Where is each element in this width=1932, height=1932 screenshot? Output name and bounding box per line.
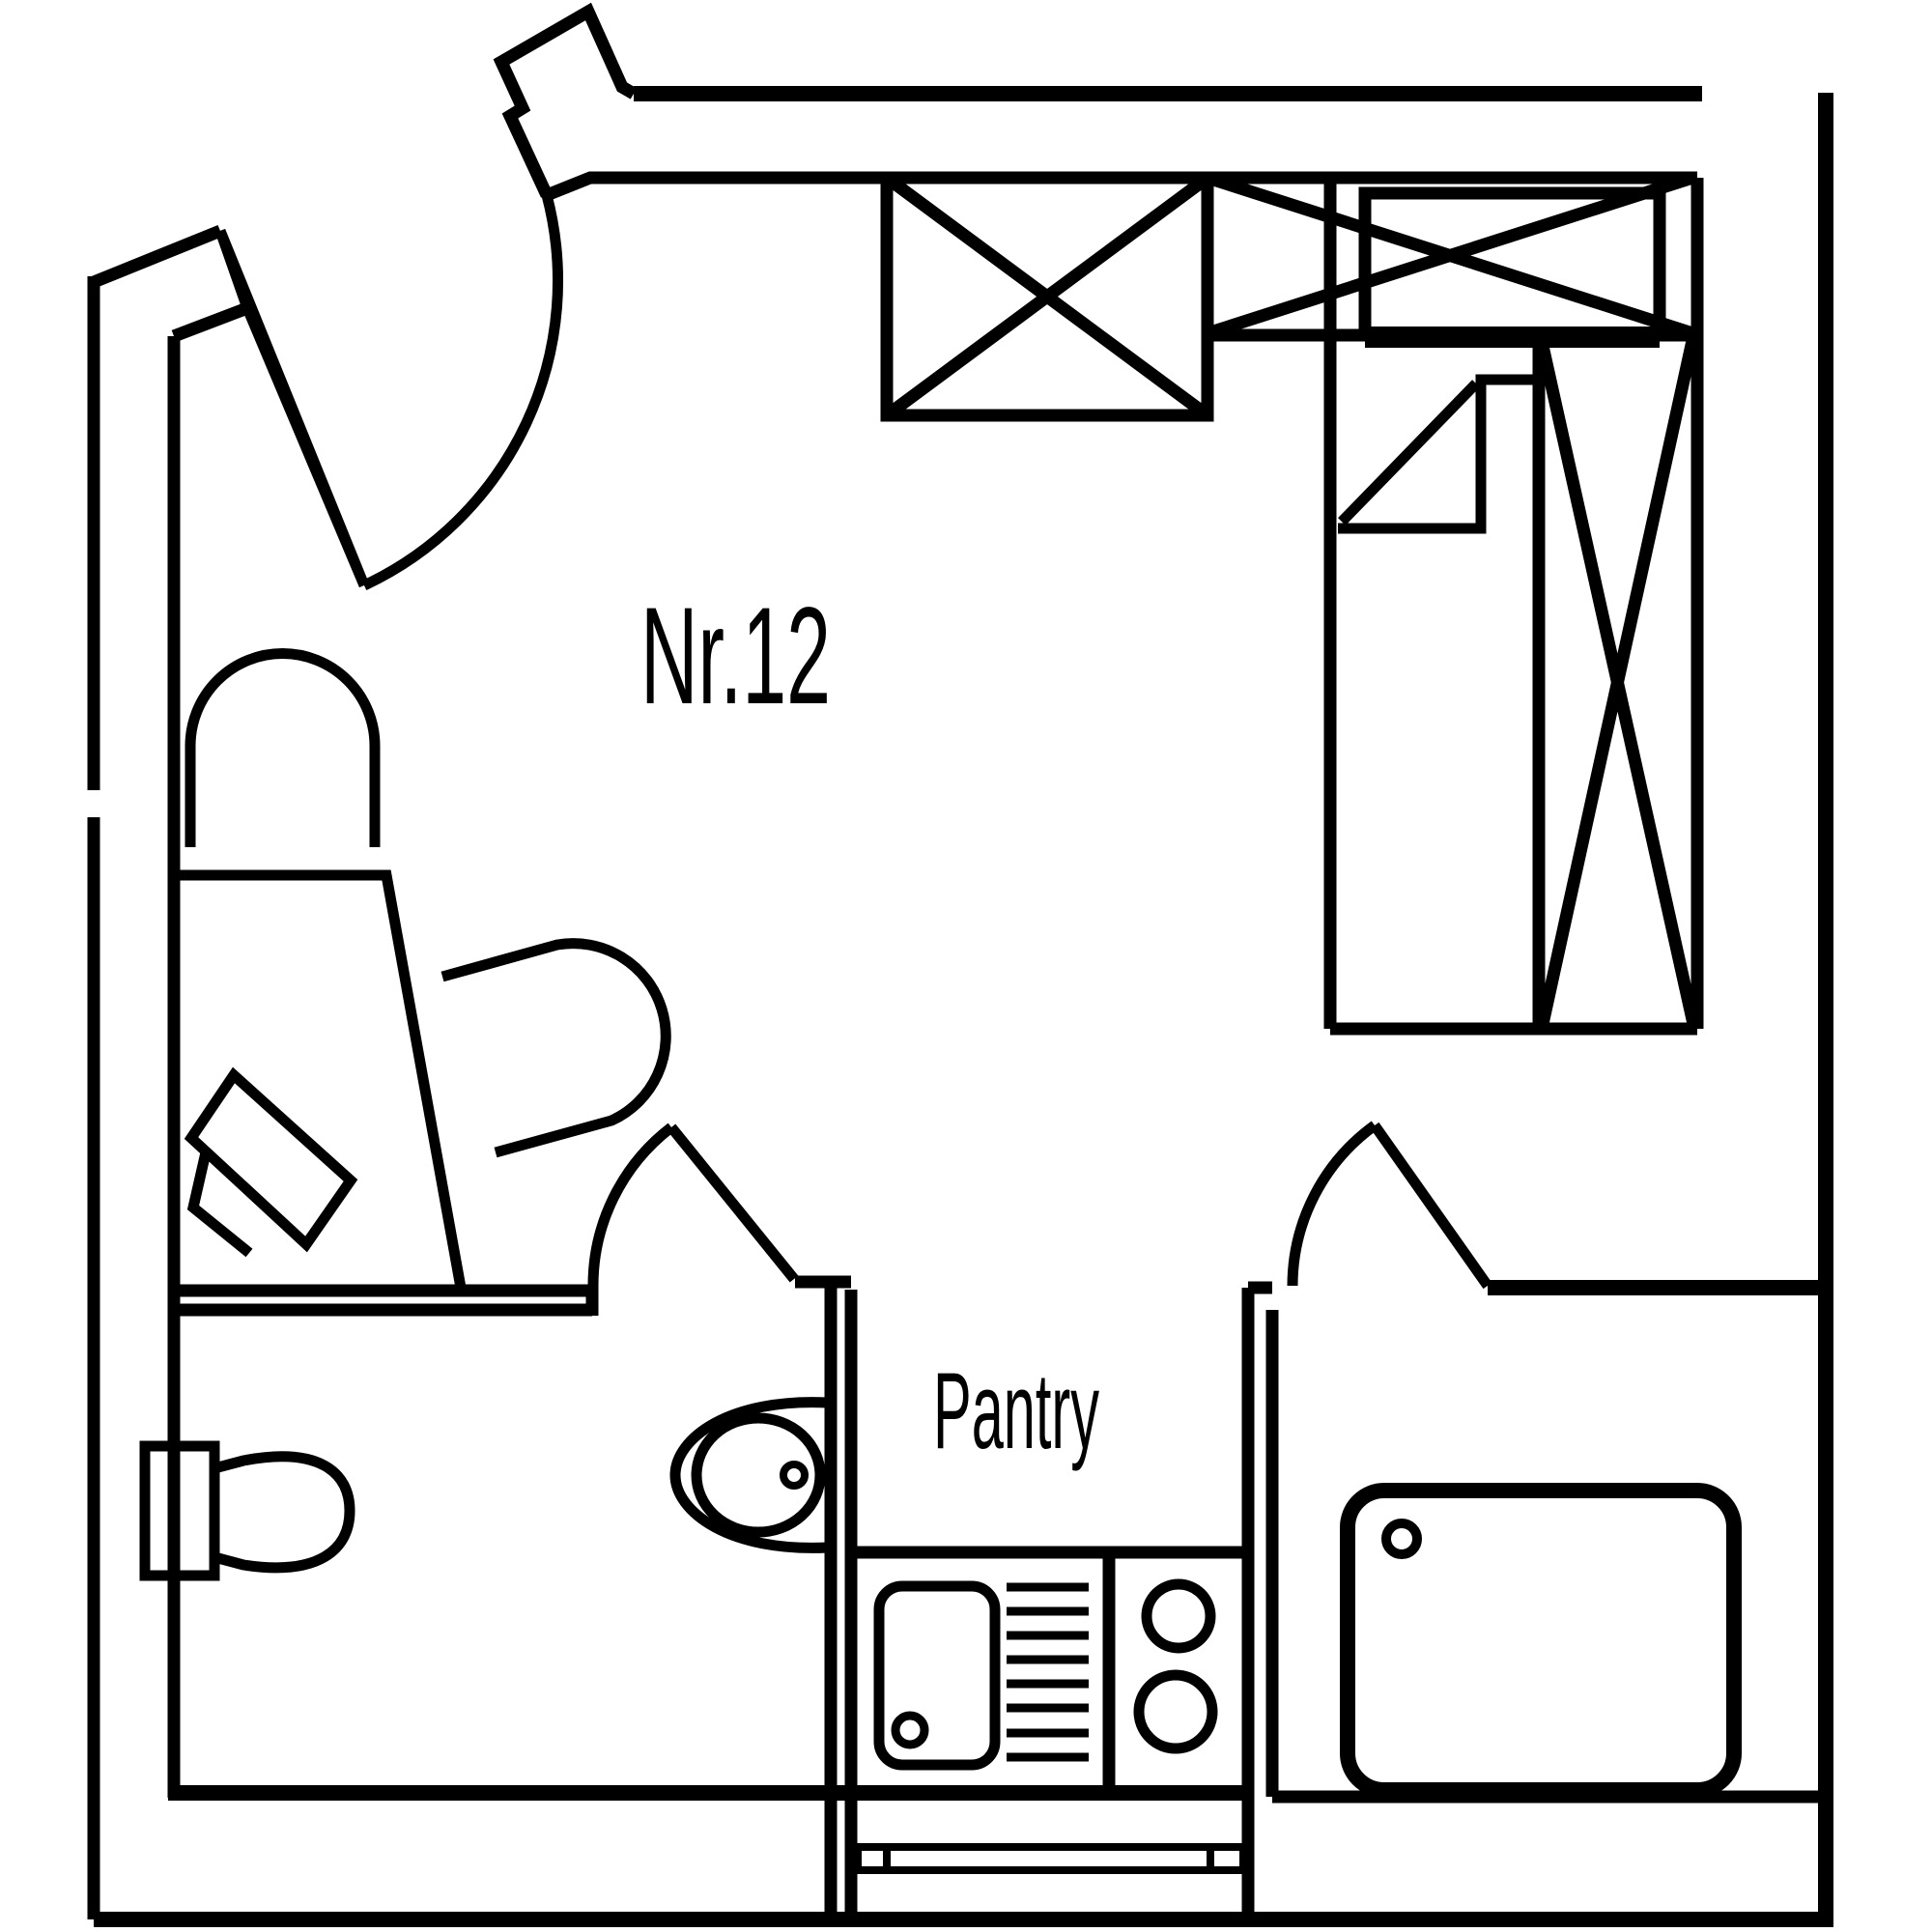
- pillow-fold: [1338, 380, 1480, 526]
- kitchen-sink-drain: [891, 1711, 929, 1749]
- side-chair: [440, 938, 671, 1158]
- shower-door-leaf: [1370, 1122, 1492, 1290]
- shower-room: [1287, 1121, 1742, 1798]
- walls: [87, 2, 1833, 1927]
- wash-basin-rim: [669, 1397, 829, 1553]
- bathroom-door-leaf: [667, 1123, 799, 1283]
- overhead-wardrobe-cross-2: [883, 172, 1211, 421]
- wardrobe-block: [880, 171, 1704, 1029]
- desk-object: [184, 1066, 358, 1253]
- pantry-label: Pantry: [933, 1350, 1099, 1471]
- desk-outline: [174, 869, 467, 1289]
- entry-door: [214, 193, 564, 590]
- kitchen-sink: [873, 1580, 1001, 1771]
- window-sill-left-block: [854, 1843, 891, 1874]
- shower-tray: [1340, 1483, 1742, 1798]
- overhead-wardrobe-box: [880, 171, 1214, 422]
- wash-basin-bowl: [691, 1412, 826, 1538]
- burner-large: [1133, 1669, 1218, 1754]
- bed-group: [1323, 178, 1700, 1036]
- desk-object-tab: [186, 1151, 253, 1258]
- pantry-kitchen: [851, 1546, 1248, 1874]
- pillow-outline: [1338, 374, 1539, 534]
- shower-door-swing-arc: [1287, 1121, 1378, 1287]
- tall-wardrobe-cross-2: [1536, 334, 1700, 1026]
- bathroom-door-swing-arc: [587, 1122, 675, 1288]
- entry-door-leaf: [214, 228, 370, 588]
- burner-small: [1141, 1578, 1216, 1654]
- toilet-bowl: [209, 1451, 355, 1574]
- desk-chair: [185, 648, 381, 847]
- text-labels: Nr.12 Pantry: [640, 580, 1099, 1471]
- bathroom: [139, 1122, 829, 1581]
- side-wardrobe-cross-2: [1206, 171, 1694, 340]
- entry-door-swing-arc: [361, 193, 564, 590]
- shower-drain: [1381, 1519, 1422, 1559]
- wall-left-inner-diagonal: [171, 301, 250, 343]
- entry-niche-wall: [493, 2, 638, 198]
- wash-basin-drain: [780, 1461, 809, 1490]
- window-sill-right-block: [1207, 1843, 1247, 1874]
- wall-left-outer-diagonal: [91, 224, 223, 289]
- desk-area: [174, 648, 671, 1289]
- room-number-label: Nr.12: [640, 580, 831, 733]
